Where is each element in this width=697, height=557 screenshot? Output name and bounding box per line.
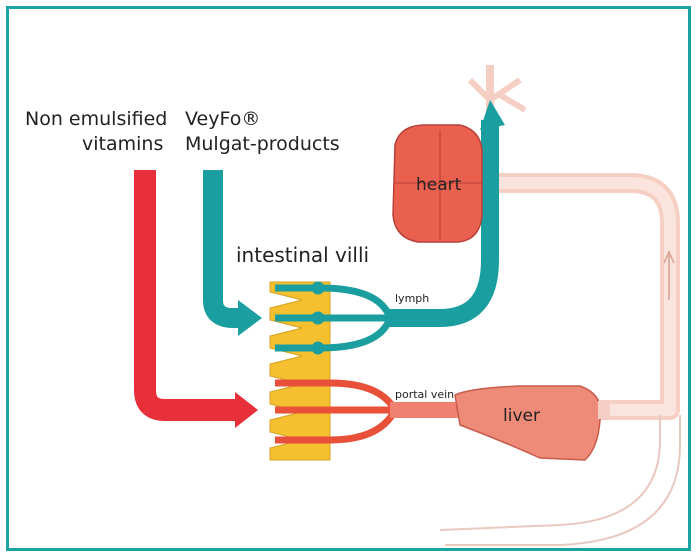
veyfo-label-1: VeyFo® (185, 108, 260, 130)
portal-vein-label: portal vein (395, 388, 454, 401)
non-emulsified-label-1: Non emulsified (25, 108, 167, 130)
intestinal-villi-label: intestinal villi (236, 243, 369, 267)
intestinal-villi-shape (270, 282, 330, 460)
lymph-arrowhead (480, 100, 505, 130)
lymph-label: lymph (395, 292, 429, 305)
heart-label: heart (416, 175, 462, 195)
liver-label: liver (503, 406, 540, 426)
veyfo-label-2: Mulgat-products (185, 133, 340, 155)
circulation-return-vessel (440, 183, 680, 545)
red-arrow (145, 170, 258, 428)
non-emulsified-label-2: vitamins (82, 133, 163, 155)
